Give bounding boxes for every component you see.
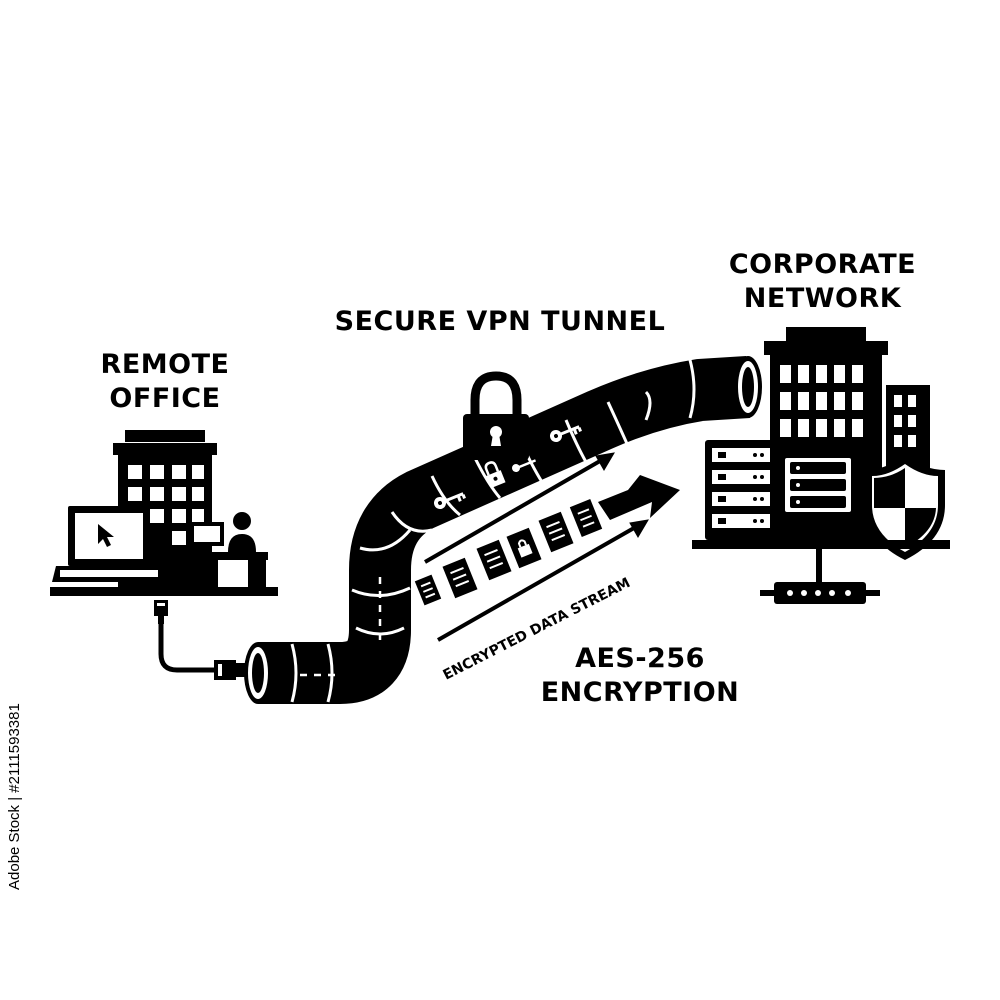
ethernet-cable-icon	[154, 600, 246, 680]
shield-icon	[865, 456, 945, 560]
office-floor	[50, 587, 278, 596]
document-icons	[414, 499, 603, 606]
padlock-icon	[463, 371, 529, 460]
data-stream-arrows	[424, 452, 649, 642]
laptop-icon	[52, 506, 166, 582]
corporate-network-line-1: CORPORATE	[728, 249, 917, 280]
remote-office-label: REMOTE OFFICE	[90, 348, 240, 416]
remote-office-line-1: REMOTE	[100, 349, 230, 380]
corporate-network-label: CORPORATE NETWORK	[715, 248, 930, 316]
small-lock-icon	[484, 461, 506, 489]
key-icon	[512, 459, 537, 472]
big-arrow-icon	[598, 475, 680, 520]
key-icon	[550, 425, 582, 442]
vpn-tunnel-pipe	[244, 356, 762, 704]
encryption-line-2: ENCRYPTION	[540, 677, 740, 708]
network-switch-icon	[760, 549, 880, 604]
corporate-floor	[692, 540, 950, 549]
encryption-line-1: AES-256	[575, 643, 705, 674]
server-stack-icon	[781, 454, 855, 516]
desk-worker-icon	[186, 512, 268, 588]
remote-office-line-2: OFFICE	[109, 383, 221, 414]
tunnel-title: SECURE VPN TUNNEL	[334, 306, 666, 337]
cursor-icon	[98, 524, 114, 547]
corporate-network-line-2: NETWORK	[743, 283, 902, 314]
key-icon	[434, 492, 466, 509]
server-rack-icon	[705, 440, 777, 540]
encryption-label: AES-256 ENCRYPTION	[540, 642, 740, 710]
